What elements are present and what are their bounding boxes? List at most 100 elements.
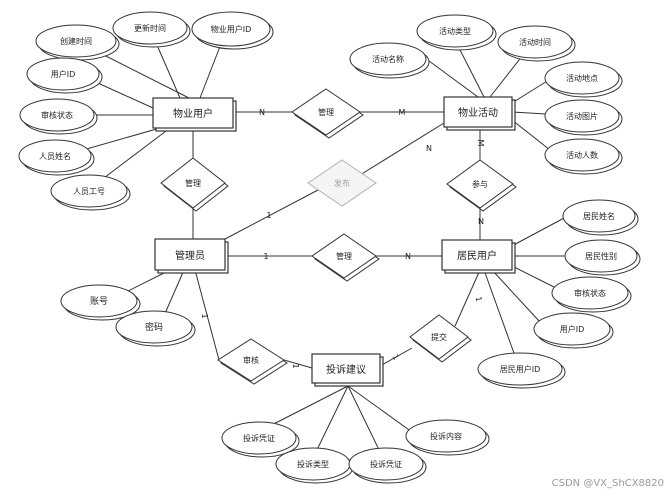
entity-resident-user-label: 居民用户 [457,249,497,262]
attr-activity-name[interactable]: 活动名称 [349,42,430,79]
attr-password-label: 密码 [145,321,163,333]
attr-resident-user-id[interactable]: 用户ID [533,312,614,349]
edge-review-complaint [283,359,313,369]
rel-manage-mid[interactable]: 管理 [311,233,380,282]
cardinality-complaint-submit: 1 [390,353,400,362]
rel-publish[interactable]: 发布 [307,159,377,207]
cardinality-labels: N M M N 1 1 N N 1 1 1 1 [200,108,485,369]
cardinality-complaint-review: 1 [291,363,300,368]
entity-complaint-label: 投诉建议 [326,363,366,376]
attr-activity-place-label: 活动地点 [566,73,598,83]
attr-resident-uid[interactable]: 居民用户ID [477,352,566,389]
entity-property-activity-label: 物业活动 [458,106,498,119]
entity-property-activity[interactable]: 物业活动 [443,96,516,131]
rel-publish-label: 发布 [334,178,350,188]
attr-property-user-id-label: 物业用户ID [211,24,252,34]
attr-resident-uid-label: 居民用户ID [500,364,541,374]
attr-account-label: 账号 [90,296,108,307]
attr-complaint-proof-2-label: 投诉凭证 [370,459,402,469]
edge-resident-review [507,263,557,289]
attr-complaint-proof-1-label: 投诉凭证 [243,433,275,443]
edge-resident-user-id [491,269,541,323]
attr-activity-type[interactable]: 活动类型 [416,14,497,51]
edge-resident-uid [483,269,516,357]
attr-complaint-content-label: 投诉内容 [430,431,462,441]
attr-resident-name-label: 居民姓名 [583,211,615,221]
attr-resident-review-status-label: 审核状态 [574,288,606,298]
attr-staff-no[interactable]: 人员工号 [50,174,131,211]
entity-admin-label: 管理员 [175,249,205,262]
cardinality-admin-manage: 1 [263,252,268,261]
attr-updated-time[interactable]: 更新时间 [112,11,191,48]
attr-staff-name[interactable]: 人员姓名 [18,139,95,176]
cardinality-admin-review: 1 [200,313,209,318]
attr-resident-gender-label: 居民性别 [585,251,617,261]
rel-manage-top-label: 管理 [318,107,334,117]
edge-admin-publish [224,189,319,240]
attr-complaint-type-label: 投诉类型 [297,459,329,469]
edge-submit-complaint [379,347,413,367]
edge-activity-type [457,45,485,98]
cardinality-ru-manage: N [405,252,411,261]
attr-password[interactable]: 密码 [115,310,196,347]
attr-staff-no-label: 人员工号 [73,187,105,196]
attr-activity-count-label: 活动人数 [566,150,598,160]
attr-account[interactable]: 账号 [60,284,141,321]
edge-publish-pa [359,122,445,176]
rel-review[interactable]: 审核 [217,338,288,385]
attr-complaint-proof-1[interactable]: 投诉凭证 [221,421,300,458]
edge-activity-image [511,111,547,115]
rel-manage-top[interactable]: 管理 [291,88,364,139]
cardinality-pu-manage: N [259,108,265,117]
watermark: CSDN @VX_ShCX8820 [551,478,664,489]
attr-complaint-proof-2[interactable]: 投诉凭证 [348,447,427,484]
cardinality-pa-manage: M [399,108,406,117]
entity-property-user[interactable]: 物业用户 [152,97,237,132]
entity-complaint[interactable]: 投诉建议 [311,353,384,387]
attr-activity-time-label: 活动时间 [519,37,551,47]
edge-activity-place [511,77,553,104]
attr-created-time-label: 创建时间 [60,36,92,46]
rel-participate-label: 参与 [472,179,488,189]
attr-complaint-content[interactable]: 投诉内容 [405,419,490,456]
rel-manage-mid-label: 管理 [336,251,352,261]
edge-resident-name [507,216,567,249]
attr-resident-gender[interactable]: 居民性别 [564,239,641,276]
entity-admin[interactable]: 管理员 [154,238,229,274]
entity-resident-user[interactable]: 居民用户 [441,239,516,274]
edge-proof-2 [347,385,385,461]
edge-content [347,385,413,433]
rel-participate[interactable]: 参与 [446,159,517,212]
attr-property-user-id[interactable]: 物业用户ID [191,11,274,50]
attr-user-id-label: 用户ID [51,69,76,79]
edge-activity-name [424,57,479,98]
attr-resident-review-status[interactable]: 审核状态 [551,276,632,313]
attr-activity-time[interactable]: 活动时间 [497,25,576,62]
entity-property-user-label: 物业用户 [173,107,213,120]
edge-ru-submit [454,269,481,327]
cardinality-pa-participate: M [476,140,485,147]
attr-updated-time-label: 更新时间 [134,23,166,33]
cardinality-ru-submit: 1 [474,296,484,303]
rel-submit[interactable]: 提交 [409,314,472,363]
rel-submit-label: 提交 [431,332,447,342]
attr-activity-place[interactable]: 活动地点 [544,61,623,98]
attr-activity-name-label: 活动名称 [372,54,404,64]
edge-admin-review [194,269,220,361]
rel-review-label: 审核 [243,355,259,365]
cardinality-admin-publish: 1 [266,211,271,220]
attr-resident-user-id-label: 用户ID [560,324,585,334]
attr-complaint-type[interactable]: 投诉类型 [275,447,354,484]
attr-activity-count[interactable]: 活动人数 [544,138,623,175]
attr-review-status[interactable]: 审核状态 [19,98,98,135]
cardinality-publish-pa: N [426,144,432,153]
rel-manage-left-label: 管理 [185,178,201,188]
attr-staff-name-label: 人员姓名 [39,151,71,161]
attr-created-time[interactable]: 创建时间 [35,24,120,61]
attr-activity-image[interactable]: 活动图片 [544,99,623,136]
rel-manage-left[interactable]: 管理 [160,157,229,212]
attr-activity-type-label: 活动类型 [439,26,471,36]
attr-resident-name[interactable]: 居民姓名 [562,199,639,236]
attr-user-id[interactable]: 用户ID [26,57,103,94]
